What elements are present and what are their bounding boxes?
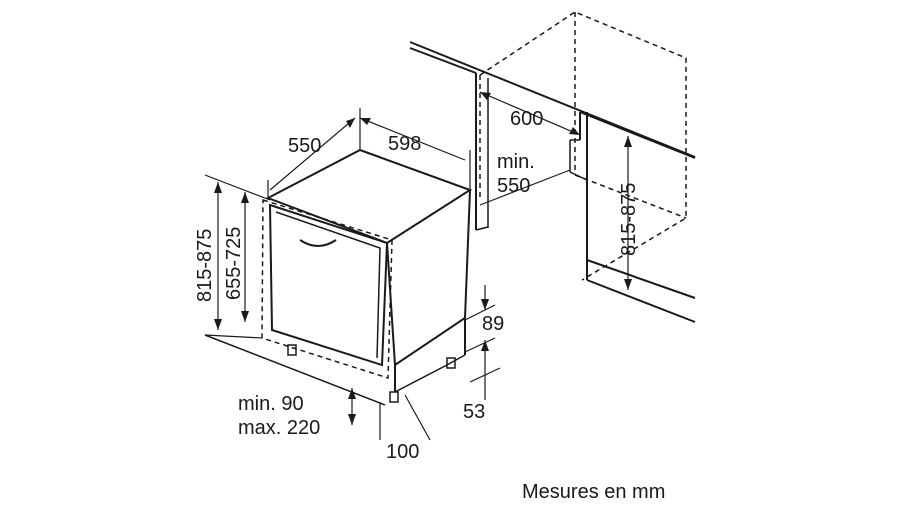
label-foot-min: min. 90 [238,393,304,415]
niche-cabinet [409,11,696,323]
dimension-labels: 550 598 600 min. 550 815-875 655-725 815… [194,108,640,463]
label-outer-height: 815-875 [194,229,216,302]
label-width-598: 598 [388,133,421,155]
units-caption: Mesures en mm [522,481,665,503]
label-niche-width-600: 600 [510,108,543,130]
label-niche-height: 815-875 [618,183,640,256]
label-niche-depth-550: 550 [497,175,530,197]
label-door-height: 655-725 [223,227,245,300]
label-foot-depth-100: 100 [386,441,419,463]
label-depth-550: 550 [288,135,321,157]
dimension-arrows [214,92,632,425]
label-setback-53: 53 [463,401,485,423]
label-niche-depth-min: min. [497,151,535,173]
label-foot-max: max. 220 [238,417,320,439]
label-plinth-89: 89 [482,313,504,335]
